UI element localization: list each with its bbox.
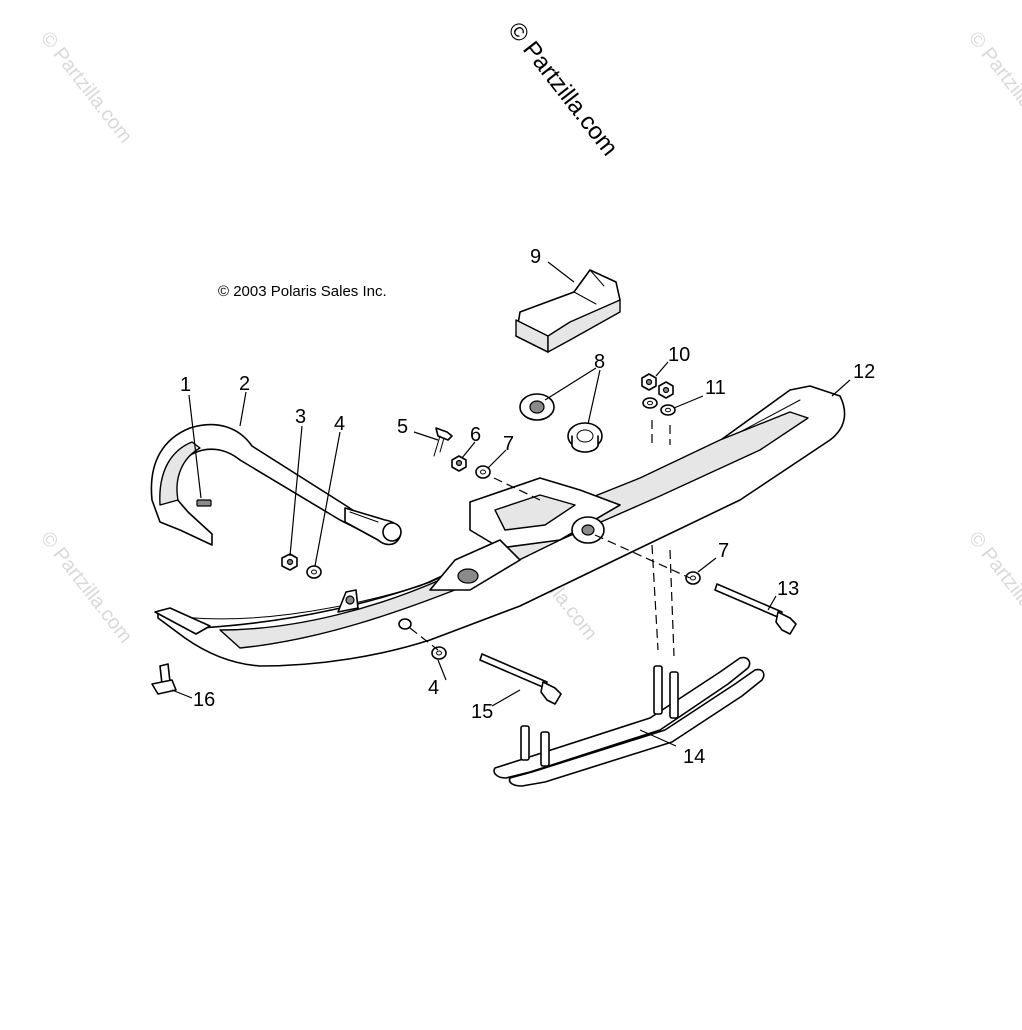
bushing-part-8[interactable] [519,393,603,453]
watermark-top-right: © Partzilla.com [964,28,1022,148]
lock-nut-part-10[interactable] [641,373,674,399]
nut-part-6[interactable] [451,455,467,472]
callout-12[interactable]: 12 [853,361,875,383]
callout-8[interactable]: 8 [594,351,605,373]
watermark-mid-left: © Partzilla.com [36,528,136,648]
callout-14[interactable]: 14 [683,746,705,768]
assembly-lines [409,420,691,657]
watermark-top-left: © Partzilla.com [36,28,136,148]
callout-4-lower[interactable]: 4 [428,677,439,699]
callout-4-upper[interactable]: 4 [334,413,345,435]
callout-5[interactable]: 5 [397,416,408,438]
copyright-text: © 2003 Polaris Sales Inc. [218,283,387,300]
callout-2[interactable]: 2 [239,373,250,395]
callout-7-upper[interactable]: 7 [503,433,514,455]
nut-part-3[interactable] [281,553,298,571]
callout-16[interactable]: 16 [193,689,215,711]
ski-body-part-12[interactable] [154,385,846,667]
callout-15[interactable]: 15 [471,701,493,723]
washer-part-4-lower[interactable] [431,646,447,660]
wear-bar-part-14[interactable] [493,656,765,787]
leader-lines [171,261,851,747]
ski-loop-part-2[interactable] [150,423,402,546]
washer-part-7-upper[interactable] [475,465,491,479]
watermark-mid-right: © Partzilla.com [964,528,1022,648]
callout-6[interactable]: 6 [470,424,481,446]
callout-9[interactable]: 9 [530,246,541,268]
washer-part-4-upper[interactable] [306,565,322,579]
washer-part-7-lower[interactable] [685,571,701,585]
screw-part-16[interactable] [151,663,177,695]
rivet-part-1[interactable] [196,499,212,507]
callout-11[interactable]: 11 [705,377,726,399]
callout-1[interactable]: 1 [180,374,191,396]
cotter-pin-part-5[interactable] [433,427,453,457]
bolt-part-15[interactable] [479,653,562,705]
washer-part-11[interactable] [642,397,676,416]
callout-3[interactable]: 3 [295,406,306,428]
watermark-main: © Partzilla.com [502,17,623,161]
callout-13[interactable]: 13 [777,578,799,600]
bolt-part-13[interactable] [714,583,797,635]
callout-10[interactable]: 10 [668,344,690,366]
callout-7-lower[interactable]: 7 [718,540,729,562]
rubber-block-part-9[interactable] [515,269,621,353]
callouts: 1 2 3 4 5 6 7 8 9 10 11 12 7 13 14 4 15 … [180,246,875,768]
